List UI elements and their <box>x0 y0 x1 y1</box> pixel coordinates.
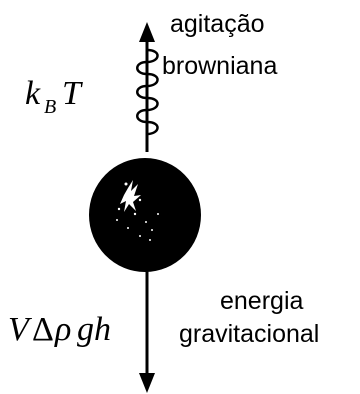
formula-delta: Δ <box>32 311 54 348</box>
formula-gh: gh <box>77 311 111 348</box>
formula-v: V <box>8 311 33 348</box>
formula-k: k <box>25 75 41 112</box>
thermal-energy-formula: k B T <box>25 75 83 118</box>
thermal-spring-coil <box>136 48 159 136</box>
gravity-label-line1: energia <box>220 287 303 315</box>
particle <box>89 158 201 272</box>
formula-rho: ρ <box>54 311 71 348</box>
formula-t: T <box>62 75 83 112</box>
brownian-label-line1: agitação <box>170 10 265 38</box>
formula-subscript-b: B <box>44 96 56 118</box>
down-arrow <box>139 270 155 393</box>
particle-body <box>89 158 201 272</box>
particle-speckle <box>116 180 159 241</box>
gravitational-energy-formula: V Δ ρ gh <box>8 311 111 348</box>
brownian-label-line2: browniana <box>162 52 277 80</box>
gravity-label-line2: gravitacional <box>179 320 319 348</box>
